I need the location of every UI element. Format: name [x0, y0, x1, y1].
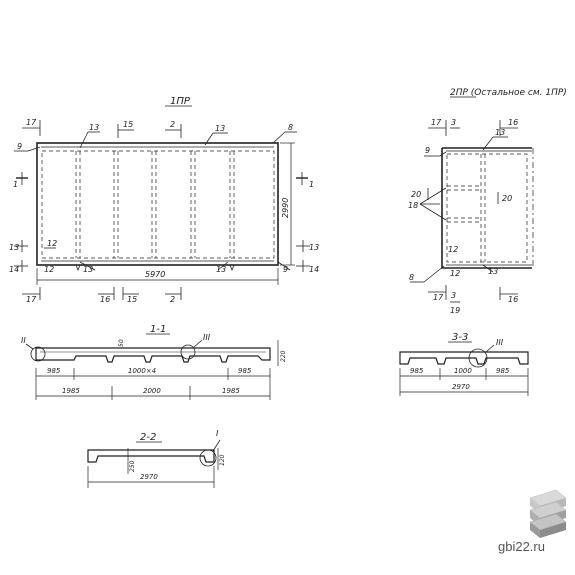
plan-1-title: 1ПР — [170, 96, 191, 107]
p2-callout-16-b: 16 — [508, 295, 518, 304]
dim-1985-left: 1985 — [62, 387, 80, 395]
section-3-title: 3-3 — [452, 332, 468, 343]
dim-2000: 2000 — [143, 387, 161, 395]
s3-dim-2970: 2970 — [452, 383, 470, 391]
p2-callout-17-b: 17 — [433, 293, 444, 302]
callout-13-left: 13 — [9, 243, 19, 252]
dim-1985-right: 1985 — [222, 387, 240, 395]
p2-callout-16: 16 — [508, 118, 518, 127]
callout-13-top-right: 13 — [215, 124, 225, 133]
callout-14-left: 14 — [9, 265, 19, 274]
callout-2-top: 2 — [170, 120, 175, 129]
gbi22-logo — [529, 489, 567, 538]
slab-outline-1pr — [36, 142, 279, 266]
p2-callout-18: 18 — [408, 201, 418, 210]
detail-circle-I — [199, 449, 217, 467]
dim-width-1pr: 5970 — [145, 270, 165, 279]
p2-callout-9: 9 — [425, 146, 430, 155]
mark-III-1: III — [203, 333, 211, 342]
callout-12b: 12 — [44, 265, 54, 274]
s2-dim-2970: 2970 — [140, 473, 158, 481]
dim-985-left: 985 — [47, 367, 61, 375]
ribs-1pr — [75, 151, 235, 258]
dim-height-1pr: 2990 — [281, 198, 290, 218]
callout-15-bottom: 15 — [127, 295, 137, 304]
callout-13-right: 13 — [309, 243, 319, 252]
plan-1pr: 1ПР 5970 2990 1 — [9, 96, 319, 304]
callout-13-bottom: 13 — [83, 265, 93, 274]
callout-16-bottom: 16 — [100, 295, 110, 304]
detail-circle-III-3 — [468, 348, 488, 368]
dim-220: 220 — [280, 350, 287, 362]
mark-III-3: III — [496, 338, 504, 347]
dim-985-right: 985 — [238, 367, 252, 375]
section-1-1: 1-1 II III 50 220 985 1000×4 985 1985 20… — [21, 324, 287, 400]
section-3-3: 3-3 III 985 1000 985 2970 — [399, 332, 529, 396]
section-1-title: 1-1 — [150, 324, 166, 335]
callout-13-top-left: 13 — [89, 123, 99, 132]
p2-callout-17: 17 — [431, 118, 442, 127]
section-2-title: 2-2 — [140, 432, 156, 443]
callout-14-right: 14 — [309, 265, 319, 274]
plan-2pr: 2ПР (Остальное см. 1ПР) 17 3 13 16 9 20 — [408, 88, 567, 315]
callout-15-top: 15 — [123, 120, 133, 129]
plan-2-title: 2ПР (Остальное см. 1ПР) — [450, 88, 567, 98]
callout-8: 8 — [288, 123, 293, 132]
p2-callout-3: 3 — [451, 118, 456, 127]
s2-dim-120: 120 — [219, 454, 226, 466]
dim-50: 50 — [118, 339, 125, 347]
mark-II: II — [21, 336, 26, 345]
callout-1-right: 1 — [309, 180, 314, 189]
p2-callout-12-b: 12 — [450, 269, 460, 278]
callout-12: 12 — [47, 239, 57, 248]
section-1-profile — [35, 347, 271, 363]
section-2-profile — [87, 449, 215, 463]
s3-dim-1000: 1000 — [454, 367, 472, 375]
s3-dim-985-left: 985 — [410, 367, 424, 375]
callout-9-right: 9 — [283, 265, 288, 274]
callout-9-left: 9 — [17, 142, 22, 151]
p2-callout-20-left: 20 — [411, 190, 421, 199]
section-2-2: 2-2 I 250 120 2970 — [87, 429, 226, 488]
p2-callout-12: 12 — [448, 245, 458, 254]
p2-callout-3-b: 3 — [451, 291, 456, 300]
p2-callout-13-b: 13 — [488, 267, 498, 276]
p2-callout-8: 8 — [409, 273, 414, 282]
detail-circle-III — [180, 344, 196, 360]
dim-1000x4: 1000×4 — [128, 367, 156, 375]
callout-1-left: 1 — [13, 180, 18, 189]
s2-dim-250: 250 — [129, 460, 136, 472]
p2-callout-20-right: 20 — [502, 194, 512, 203]
callout-2-bottom: 2 — [170, 295, 175, 304]
p2-callout-19: 19 — [450, 306, 460, 315]
callout-17-bottom: 17 — [26, 295, 37, 304]
callout-13-bottom-right: 13 — [216, 265, 226, 274]
section-3-profile — [399, 351, 529, 365]
callout-17-top: 17 — [26, 118, 37, 127]
watermark-text: gbi22.ru — [498, 539, 545, 554]
s3-dim-985-right: 985 — [496, 367, 510, 375]
mark-I: I — [216, 429, 219, 438]
detail-circle-II — [30, 346, 46, 362]
